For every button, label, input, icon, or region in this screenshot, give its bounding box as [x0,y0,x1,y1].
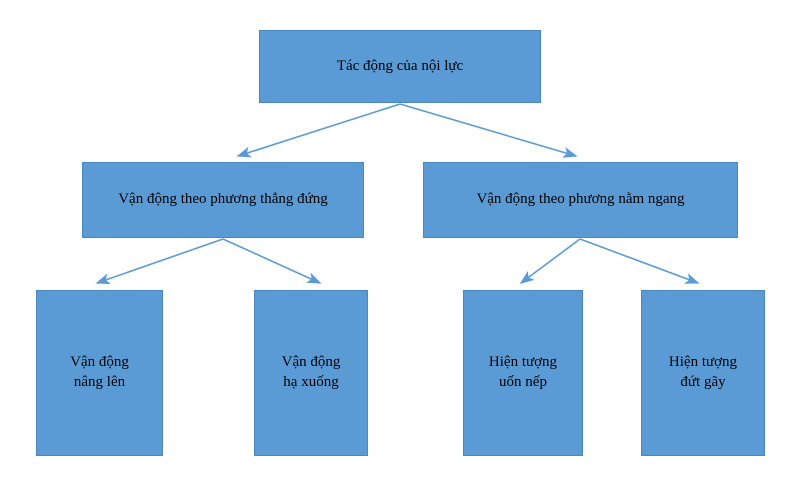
node-root-label: Tác động của nội lực [336,57,464,74]
connector-vertical-to-uplift [95,238,224,285]
node-vertical-movement-label: Vận động theo phương thẳng đứng [118,191,328,208]
node-root-internal-forces[interactable]: Tác động của nội lực [259,30,541,103]
node-faulting-phenomenon[interactable]: Hiện tượng đứt gãy [641,290,765,456]
node-horizontal-movement-label: Vận động theo phương nằm ngang [476,191,685,208]
connector-root-to-horizontal [399,103,578,158]
node-uplift-movement[interactable]: Vận động nâng lên [36,290,163,456]
node-folding-phenomenon[interactable]: Hiện tượng uốn nếp [463,290,583,456]
connector-root-to-vertical [236,103,401,158]
connector-vertical-to-subsidence [222,238,322,284]
connector-horizontal-to-faulting [579,238,700,284]
node-uplift-movement-label: Vận động nâng lên [70,354,129,390]
node-vertical-movement[interactable]: Vận động theo phương thẳng đứng [82,162,364,238]
node-faulting-phenomenon-label: Hiện tượng đứt gãy [668,354,738,390]
node-horizontal-movement[interactable]: Vận động theo phương nằm ngang [423,162,738,238]
node-folding-phenomenon-label: Hiện tượng uốn nếp [488,354,558,390]
node-subsidence-movement[interactable]: Vận động hạ xuống [254,290,368,456]
connector-horizontal-to-folding [519,238,581,284]
node-subsidence-movement-label: Vận động hạ xuống [281,354,341,390]
